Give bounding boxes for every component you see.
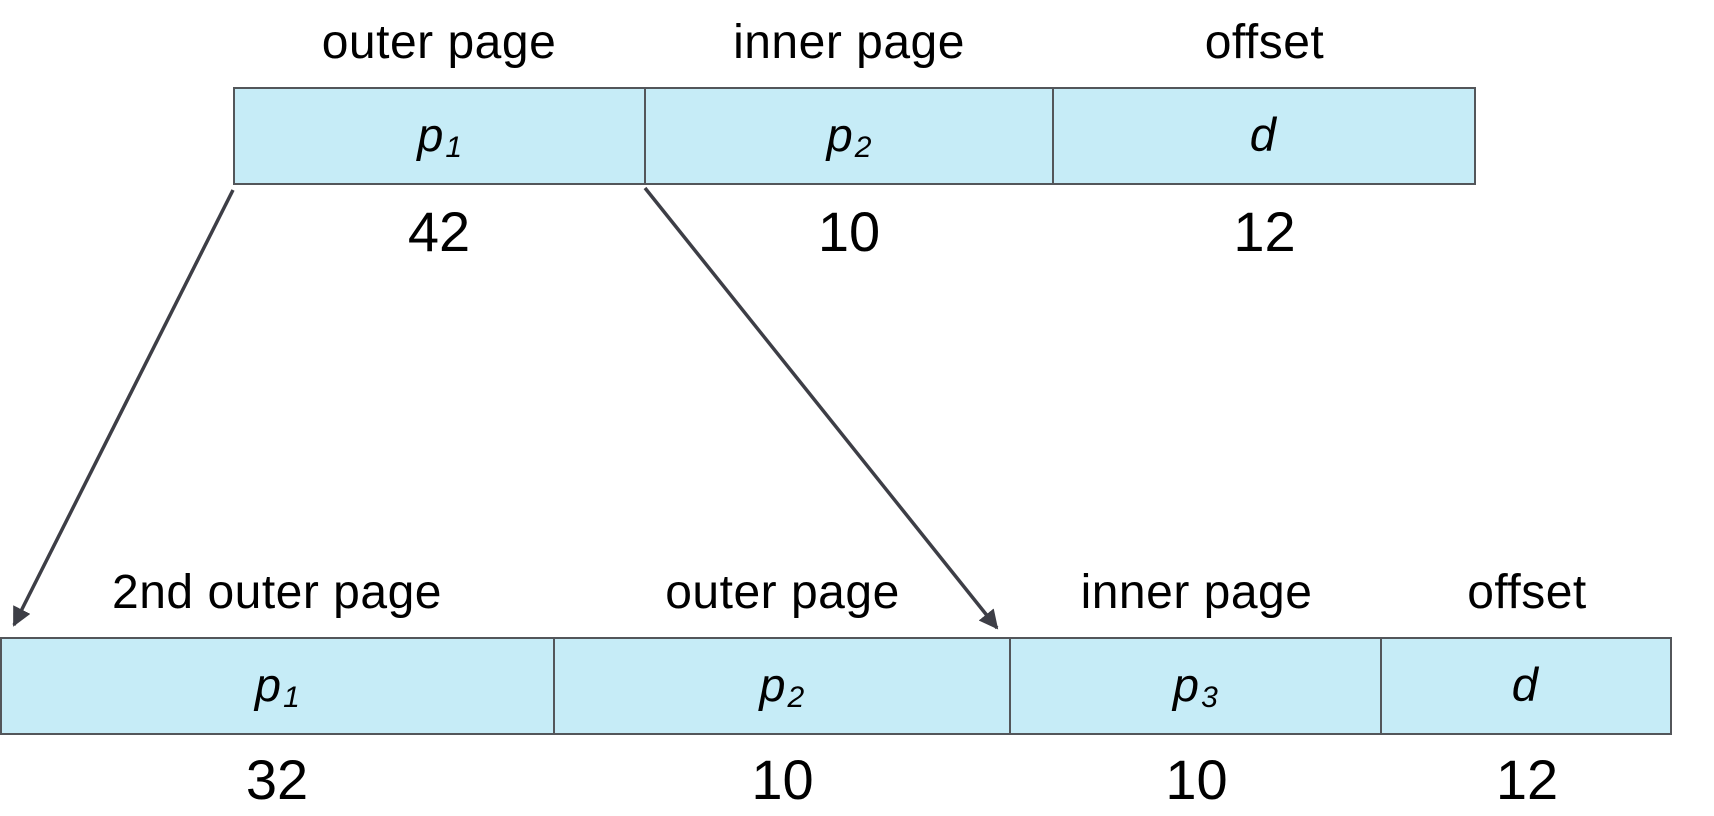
symbol-letter: p <box>417 108 444 161</box>
symbol-letter: d <box>1249 108 1276 161</box>
arrow-outer-page-left-split <box>12 189 235 627</box>
top-address-box: p1 p2 d <box>233 87 1476 185</box>
top-field-label-inner-page: inner page <box>733 16 965 69</box>
symbol-subscript: 3 <box>1201 681 1218 714</box>
top-cell-p1: p1 <box>235 89 644 183</box>
top-cell-p2: p2 <box>644 89 1051 183</box>
bottom-symbol-d: d <box>1512 657 1540 715</box>
bottom-symbol-p2: p2 <box>759 657 804 715</box>
symbol-letter: p <box>759 658 786 711</box>
symbol-letter: d <box>1511 658 1538 711</box>
bottom-bits-outer-page: 10 <box>751 748 814 811</box>
bottom-cell-p2: p2 <box>552 639 1009 733</box>
top-field-label-outer-page: outer page <box>321 16 557 69</box>
symbol-subscript: 1 <box>283 681 300 714</box>
symbol-letter: p <box>826 108 853 161</box>
bottom-cell-d: d <box>1379 639 1670 733</box>
bottom-cell-p3: p3 <box>1008 639 1380 733</box>
symbol-subscript: 2 <box>787 681 805 714</box>
bottom-field-label-outer-page: outer page <box>665 566 900 619</box>
symbol-subscript: 1 <box>445 131 463 164</box>
top-bits-inner-page: 10 <box>817 200 881 263</box>
bottom-field-label-2nd-outer-page: 2nd outer page <box>112 566 442 619</box>
bottom-field-label-inner-page: inner page <box>1080 566 1313 619</box>
symbol-subscript: 2 <box>854 131 872 164</box>
symbol-letter: p <box>254 658 282 711</box>
top-symbol-d: d <box>1250 107 1278 165</box>
bottom-field-label-offset: offset <box>1467 566 1587 619</box>
bottom-bits-inner-page: 10 <box>1165 748 1228 811</box>
top-symbol-p2: p2 <box>827 107 872 165</box>
top-bits-outer-page: 42 <box>407 200 471 263</box>
bottom-bits-offset: 12 <box>1495 748 1559 811</box>
bottom-address-box: p1 p2 p3 d <box>0 637 1672 735</box>
bottom-cell-p1: p1 <box>2 639 553 733</box>
bottom-bits-2nd-outer-page: 32 <box>245 748 309 811</box>
top-cell-d: d <box>1051 89 1474 183</box>
symbol-letter: p <box>1172 658 1200 711</box>
top-symbol-p1: p1 <box>417 107 462 165</box>
bottom-symbol-p1: p1 <box>255 657 300 715</box>
top-field-label-offset: offset <box>1204 16 1325 69</box>
top-bits-offset: 12 <box>1233 200 1296 263</box>
bottom-symbol-p3: p3 <box>1173 657 1218 715</box>
